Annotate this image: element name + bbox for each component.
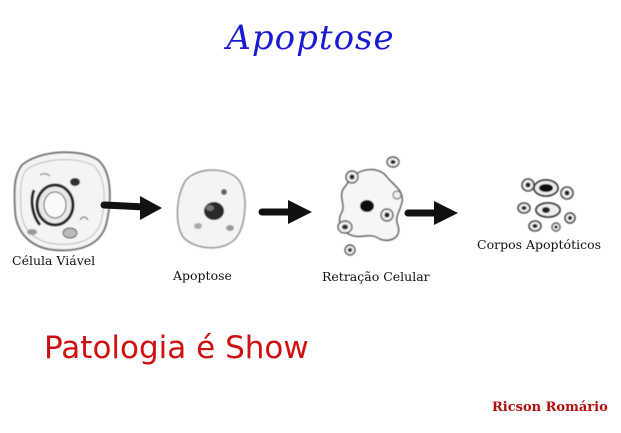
stage-label-cell-retraction: Retração Celular — [322, 269, 430, 284]
brand-text: Patologia é Show — [44, 330, 309, 366]
stage-label-viable-cell: Célula Viável — [12, 253, 96, 268]
viable-cell-drawing — [13, 151, 111, 252]
apoptosis-cell-drawing — [176, 169, 246, 249]
stage-label-apoptotic-bodies: Corpos Apoptóticos — [477, 237, 602, 252]
arrow-1 — [100, 196, 162, 220]
diagram-title: Apoptose — [226, 18, 395, 58]
apoptotic-bodies-drawing — [517, 178, 576, 232]
author-credit: Ricson Romário — [492, 400, 608, 415]
arrow-3 — [404, 201, 458, 225]
arrow-2 — [258, 200, 312, 224]
retraction-cell-drawing — [337, 156, 404, 256]
stage-label-apoptosis: Apoptose — [173, 268, 232, 283]
